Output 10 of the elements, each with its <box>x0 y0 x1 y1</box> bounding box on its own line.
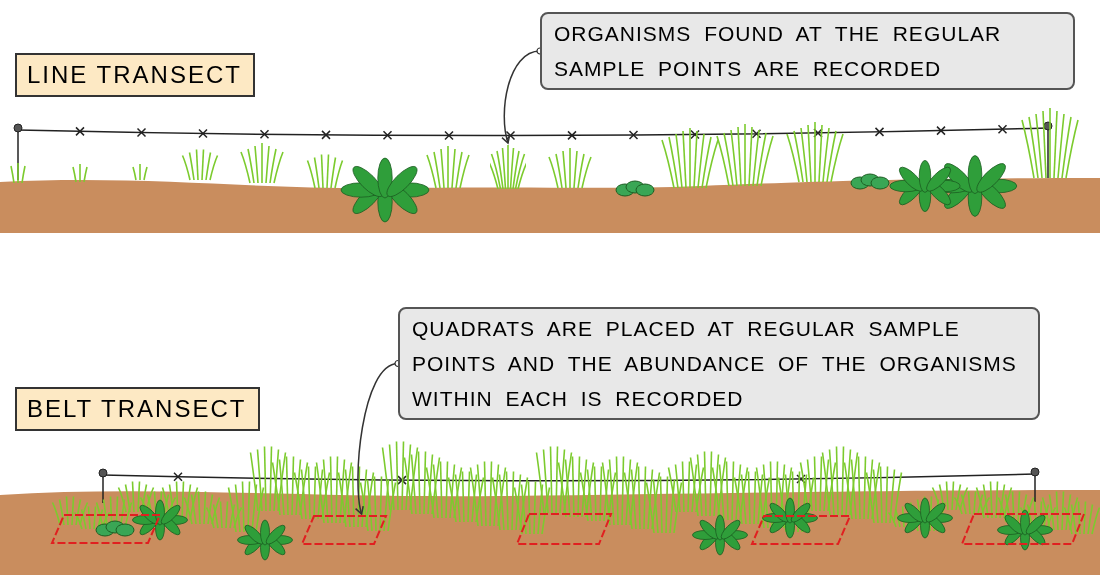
grass-drawing <box>490 143 526 189</box>
quadrat-frame <box>960 512 1086 546</box>
callout-box: ORGANISMS FOUND AT THE REGULAR SAMPLE POINTS ARE RECORDED <box>540 12 1075 90</box>
quadrat-frame <box>50 513 162 545</box>
heading-box: LINE TRANSECT <box>15 53 255 97</box>
quadrat-frame <box>300 514 388 546</box>
callout-box: QUADRATS ARE PLACED AT REGULAR SAMPLE POINTS AND THE ABUNDANCE OF THE ORGANISMS WITHIN EACH IS RECORDED <box>398 307 1040 420</box>
quadrat-frame <box>515 512 613 546</box>
quadrat-frame <box>750 514 852 546</box>
heading-box: BELT TRANSECT <box>15 387 260 431</box>
